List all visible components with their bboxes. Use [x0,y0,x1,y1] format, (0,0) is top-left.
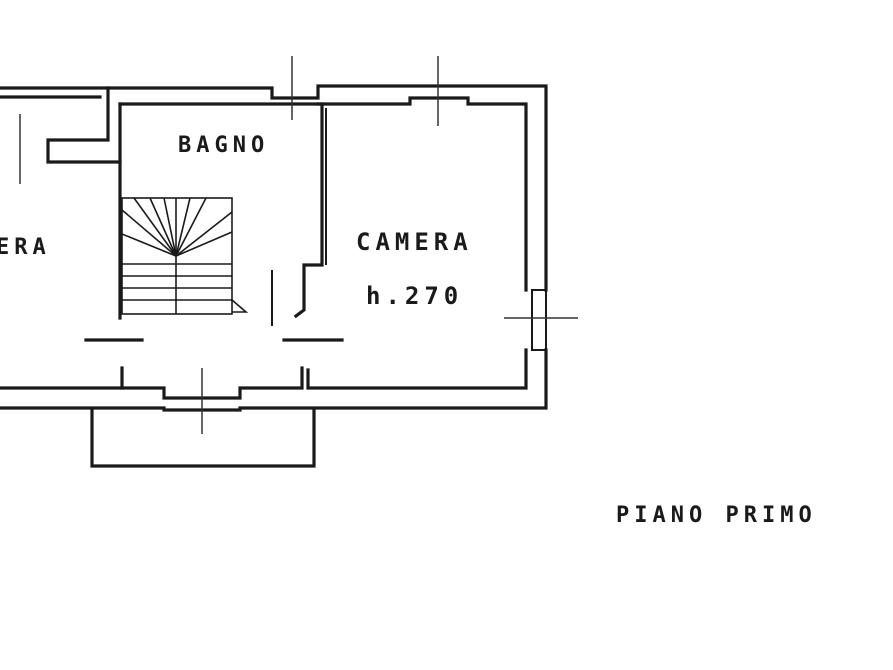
outer-walls [0,84,548,468]
interior-walls [84,102,344,390]
stair-end [231,299,249,313]
winder [163,197,177,257]
room-label-camera: CAMERA [356,228,473,256]
winder [149,197,177,257]
staircase [121,197,249,315]
winder [175,211,233,257]
bagno-right-wall [293,102,324,319]
top-wall-main [106,84,548,292]
room-height-label: h.270 [366,282,463,310]
balcony [90,408,316,468]
winder [175,231,233,257]
winder [133,197,177,257]
top-wall-left [0,86,122,164]
winder [121,233,177,257]
bottom-wall-inner-left [0,386,302,400]
room-label-bagno: BAGNO [178,133,269,158]
winder [175,197,207,257]
reference-marks [19,56,578,434]
winder [175,197,191,257]
winder [121,209,177,257]
floor-label: PIANO PRIMO [616,503,817,528]
right-wall-lower [0,348,548,412]
room-label-left-partial: ERA [0,235,51,260]
stair-box [121,197,233,315]
top-wall-inner [118,96,528,292]
right-wall-lower-inner [306,348,528,390]
right-window-frame [531,289,547,351]
